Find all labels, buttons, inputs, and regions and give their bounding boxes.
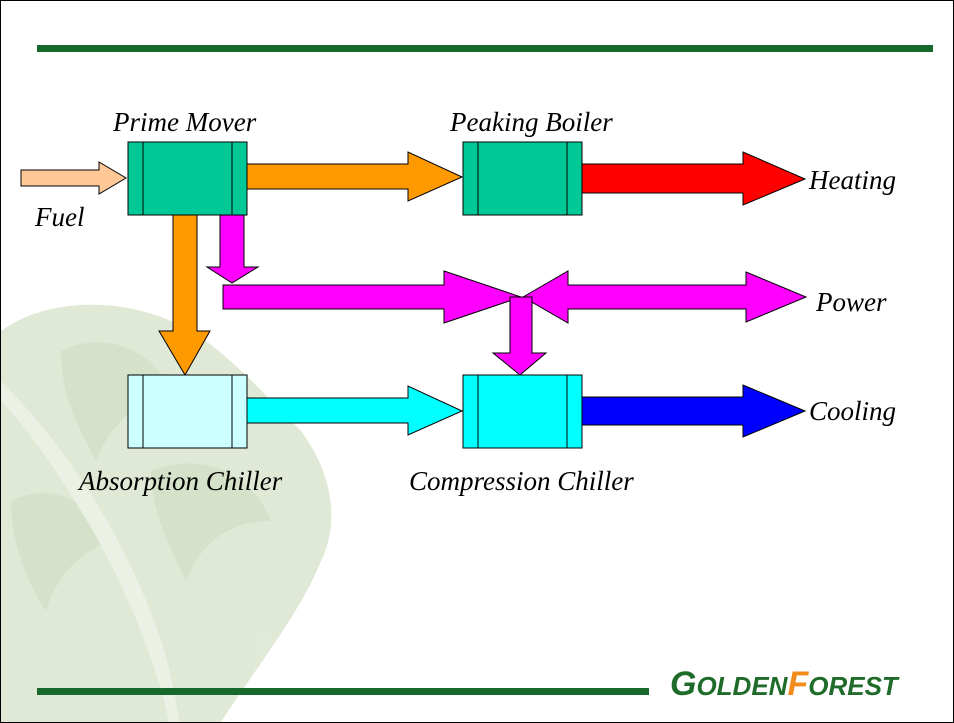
power-label: Power xyxy=(815,287,887,317)
magenta-arrow-down xyxy=(205,214,260,284)
cyan-arrow xyxy=(246,385,464,436)
compression-chiller-label: Compression Chiller xyxy=(409,466,634,496)
svg-text:GOLDENFOREST: GOLDENFOREST xyxy=(670,665,900,703)
compression-chiller-box xyxy=(462,374,583,449)
cooling-arrow xyxy=(581,384,807,438)
logo-orest: OREST xyxy=(808,671,900,701)
magenta-arrow-power xyxy=(522,270,808,324)
orange-arrow-to-boiler xyxy=(246,151,464,202)
peaking-boiler-box xyxy=(462,141,583,216)
cooling-label: Cooling xyxy=(809,396,896,426)
oak-leaf-watermark-icon xyxy=(1,304,332,722)
goldenforest-logo-icon: GOLDENFOREST xyxy=(670,665,900,703)
bottom-rule xyxy=(37,688,649,695)
logo-g-initial: G xyxy=(670,665,696,703)
prime-mover-box xyxy=(127,141,248,216)
magenta-arrow-to-compression xyxy=(491,296,548,376)
heating-arrow xyxy=(581,151,807,206)
fuel-label: Fuel xyxy=(34,202,84,232)
heating-label: Heating xyxy=(808,165,896,195)
magenta-arrow-to-junction xyxy=(222,270,523,324)
prime-mover-label: Prime Mover xyxy=(112,107,257,137)
fuel-arrow xyxy=(20,161,127,195)
absorption-chiller-label: Absorption Chiller xyxy=(77,466,283,496)
top-rule xyxy=(37,45,933,52)
logo-olden: OLDEN xyxy=(696,671,788,701)
orange-arrow-to-absorption xyxy=(158,214,211,376)
absorption-chiller-box xyxy=(127,374,248,449)
logo-f-initial: F xyxy=(787,665,809,703)
peaking-boiler-label: Peaking Boiler xyxy=(449,107,613,137)
